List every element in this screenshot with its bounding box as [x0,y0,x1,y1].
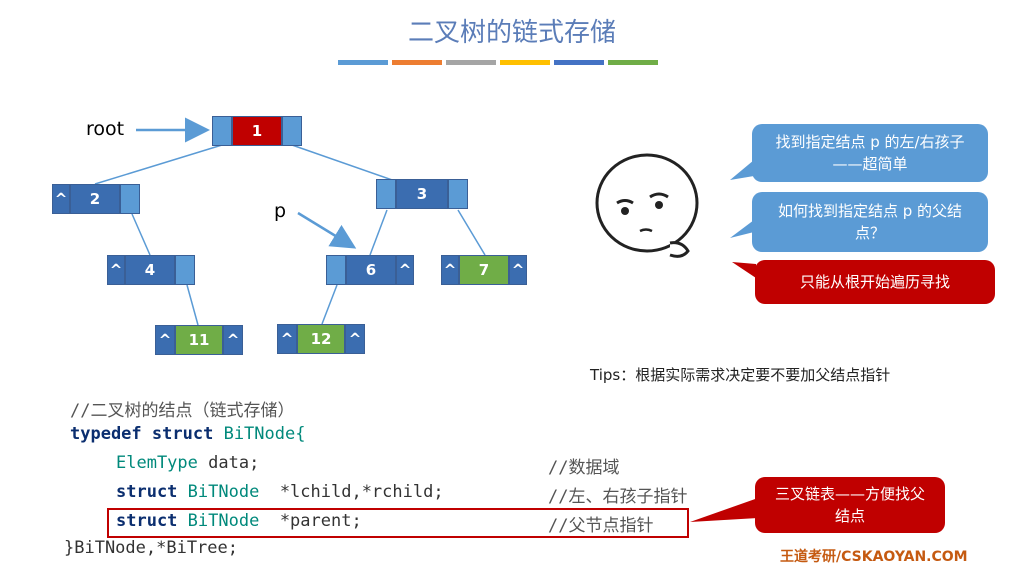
color-bar-1 [338,60,388,65]
edge-1-3 [291,144,396,182]
code-keyword: typedef [70,424,142,444]
tips-text: Tips：根据实际需求决定要不要加父结点指针 [590,366,891,384]
tree-node-2: ^ 2 [52,184,140,214]
node-left-pointer: ^ [107,255,125,285]
p-arrow [297,211,357,249]
code-keyword: struct [151,424,214,444]
edge-6-12 [321,284,338,325]
speech-bubble-3: 只能从根开始遍历寻找 [755,260,995,304]
code-comment: //左、右孩子指针 [548,487,688,507]
tree-node-4: ^ 4 [107,255,195,285]
code-field: *lchild,*rchild; [279,482,444,502]
code-comment-title: //二叉树的结点（链式存储） [70,401,295,421]
color-bar-3 [446,60,496,65]
node-right-pointer [120,184,140,214]
node-value: 4 [125,255,175,285]
watermark-text: 王道考研/CSKAOYAN.COM [780,549,968,565]
code-type: BiTNode{ [223,424,306,444]
node-right-pointer [448,179,468,209]
tree-node-3: 3 [376,179,468,209]
parent-field-highlight [107,508,689,538]
node-value: 3 [396,179,448,209]
bubble-tails [730,160,756,278]
node-right-pointer: ^ [223,325,243,355]
color-bar-2 [392,60,442,65]
node-left-pointer: ^ [441,255,459,285]
node-value: 2 [70,184,120,214]
p-label: p [274,200,287,222]
node-right-pointer: ^ [345,324,365,354]
thinking-face-icon [595,153,699,258]
code-comment: //父节点指针 [548,516,654,536]
page-title: 二叉树的链式存储 [407,18,616,48]
code-keyword: struct [116,482,178,502]
color-bar-6 [608,60,658,65]
edge-4-11 [186,284,199,326]
edge-1-2 [94,144,223,185]
node-right-pointer: ^ [396,255,414,285]
node-value: 12 [297,324,345,354]
code-field: data; [208,453,260,473]
root-label: root [86,118,125,140]
tree-node-11: ^ 11 ^ [155,325,243,355]
code-type: BiTNode [187,511,260,531]
code-keyword: struct [116,511,178,531]
code-line-1: typedef struct BiTNode{ [70,424,305,444]
edge-3-7 [457,209,486,256]
node-value: 1 [232,116,282,146]
edge-3-6 [369,209,388,256]
color-bar-4 [500,60,550,65]
annotation-bubble: 三叉链表——方便找父结点 [755,477,945,533]
code-type: BiTNode [187,482,260,502]
edge-2-4 [131,213,151,256]
tree-node-7: ^ 7 ^ [441,255,527,285]
node-left-pointer: ^ [277,324,297,354]
node-right-pointer [175,255,195,285]
tree-node-12: ^ 12 ^ [277,324,365,354]
node-right-pointer: ^ [509,255,527,285]
speech-bubble-1: 找到指定结点 p 的左/右孩子——超简单 [752,124,988,182]
tree-node-1: 1 [212,116,302,146]
node-left-pointer [326,255,346,285]
node-left-pointer [212,116,232,146]
code-line-4: struct BiTNode *parent; [116,511,362,531]
node-value: 6 [346,255,396,285]
code-line-5: }BiTNode,*BiTree; [64,538,238,558]
node-left-pointer: ^ [155,325,175,355]
color-bar-5 [554,60,604,65]
code-comment: //数据域 [548,458,620,478]
annotation-tail [690,498,758,522]
node-value: 11 [175,325,223,355]
code-type: ElemType [116,453,198,473]
code-field: *parent; [279,511,362,531]
node-value: 7 [459,255,509,285]
node-left-pointer [376,179,396,209]
tree-node-6: 6 ^ [326,255,414,285]
speech-bubble-2: 如何找到指定结点 p 的父结点？ [752,192,988,252]
node-left-pointer: ^ [52,184,70,214]
code-line-2: ElemType data; [116,453,259,473]
code-line-3: struct BiTNode *lchild,*rchild; [116,482,444,502]
node-right-pointer [282,116,302,146]
